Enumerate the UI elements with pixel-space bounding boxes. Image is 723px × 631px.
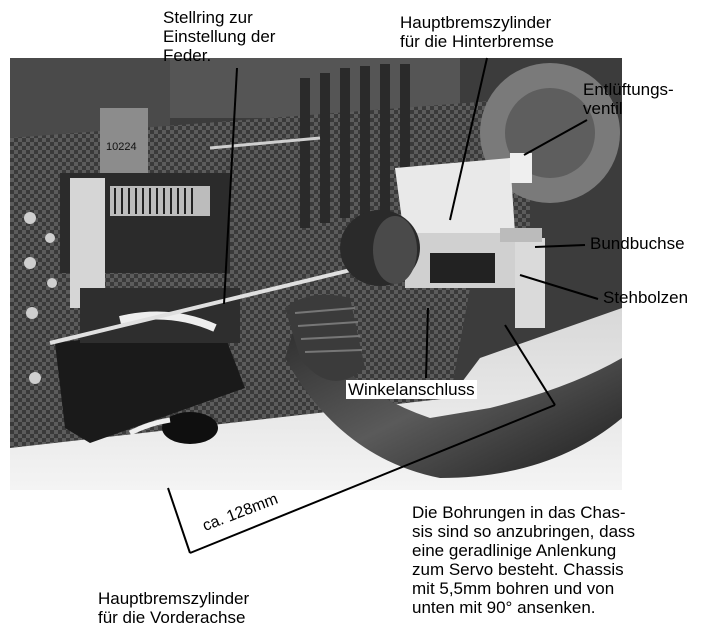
svg-text:10224: 10224 [106, 141, 137, 153]
label-winkelanschluss: Winkelanschluss [346, 380, 477, 399]
label-measurement: ca. 128mm [200, 490, 281, 535]
label-hauptbremszylinder-hinten: Hauptbremszylinder für die Hinterbremse [400, 13, 555, 51]
label-entlueftungsventil: Entlüftungs- ventil [583, 80, 674, 118]
label-hauptbremszylinder-vorn: Hauptbremszylinder für die Vorderachse [98, 589, 250, 627]
photo-brake-assembly: 10224 [10, 58, 622, 490]
label-bundbuchse: Bundbuchse [590, 234, 685, 253]
label-stellring: Stellring zur Einstellung der Feder. [163, 8, 276, 65]
label-stehbolzen: Stehbolzen [603, 288, 689, 307]
measure-tick-left [167, 487, 191, 554]
label-bohrungen-note: Die Bohrungen in das Chas- sis sind so a… [412, 503, 636, 617]
